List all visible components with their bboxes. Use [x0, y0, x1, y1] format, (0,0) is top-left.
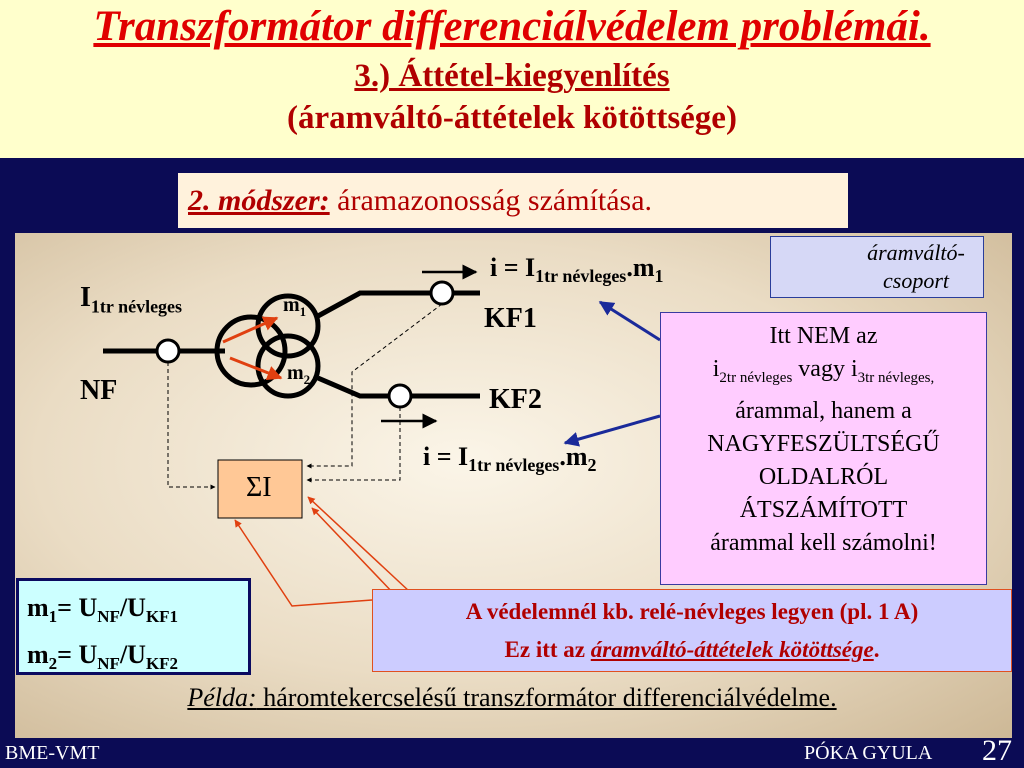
- pointer-line-2: [311, 507, 396, 596]
- winding-primary: [214, 314, 288, 388]
- note-line-1: Itt NEM az: [769, 323, 878, 349]
- ct-nf: [155, 338, 181, 364]
- sum-box: [217, 459, 303, 519]
- relay-note-line-2: Ez itt az áramváltó-áttételek kötöttsége…: [504, 637, 880, 662]
- dash-kf2: [306, 407, 401, 483]
- slide-subtitle: 3.) Áttétel-kiegyenlítés: [354, 58, 670, 94]
- kf2-label: KF2: [489, 384, 542, 415]
- note-box: Itt NEM az i2tr névleges vagy i3tr névle…: [660, 312, 987, 585]
- note-line-6: ÁTSZÁMÍTOTT: [739, 496, 908, 523]
- example-caption: Példa: háromtekercselésű transzformátor …: [187, 683, 837, 712]
- i1-label: I1tr névleges: [80, 282, 183, 317]
- method-text: áramazonosság számítása.: [337, 184, 653, 217]
- note-line-7: árammal kell számolni!: [710, 529, 937, 556]
- ct-kf2: [387, 383, 413, 409]
- relay-note-line-1: A védelemnél kb. relé-névleges legyen (p…: [465, 599, 919, 624]
- header-band: Transzformátor differenciálvédelem probl…: [0, 0, 1024, 158]
- pointer-kf2: [563, 414, 661, 447]
- note-line-4: NAGYFESZÜLTSÉGŰ: [707, 430, 940, 457]
- pointer-kf1: [598, 300, 661, 342]
- slide-subtitle-2: (áramváltó-áttételek kötöttsége): [287, 100, 737, 136]
- ratio-formula-box: m1= UNF/UKF1 m2= UNF/UKF2: [16, 578, 251, 675]
- method-box: 2. módszer: áramazonosság számítása.: [178, 173, 848, 228]
- note-line-3: árammal, hanem a: [735, 397, 912, 424]
- nf-label: NF: [80, 375, 118, 406]
- formula-m1: m1= UNF/UKF1: [27, 593, 179, 627]
- dash-nf: [167, 362, 216, 490]
- legend-box: áramváltó-csoport: [770, 236, 984, 298]
- pointer-line-3: [307, 496, 411, 593]
- note-line-2: i2tr névleges vagy i3tr névleges,: [712, 356, 935, 386]
- formula-m2: m2= UNF/UKF2: [27, 640, 179, 674]
- kf1-label: KF1: [484, 303, 537, 334]
- page-number: 27: [982, 734, 1012, 767]
- kf1-line: [316, 290, 480, 319]
- m2-label: m2: [287, 362, 311, 387]
- footer-author: PÓKA GYULA: [804, 742, 933, 764]
- sum-label: ΣI: [246, 472, 272, 503]
- winding-kf2: [255, 333, 321, 399]
- method-label: 2. módszer:: [188, 184, 330, 217]
- current-label-kf2: i = I1tr névleges.m2: [423, 442, 597, 476]
- m1-arrow: [222, 316, 279, 344]
- pointer-line-1: [234, 519, 373, 607]
- ct-kf1: [429, 280, 455, 306]
- footer-left: BME-VMT: [5, 742, 100, 764]
- note-line-5: OLDALRÓL: [758, 463, 889, 490]
- legend-text: áramváltó-csoport: [867, 240, 965, 293]
- current-label-kf1: i = I1tr névleges.m1: [490, 253, 664, 287]
- relay-note-box: A védelemnél kb. relé-névleges legyen (p…: [372, 589, 1012, 672]
- kf2-line: [317, 375, 480, 399]
- slide-title: Transzformátor differenciálvédelem probl…: [93, 3, 931, 50]
- dash-kf1: [306, 303, 443, 469]
- m1-label: m1: [283, 294, 307, 319]
- m2-arrow: [229, 356, 283, 381]
